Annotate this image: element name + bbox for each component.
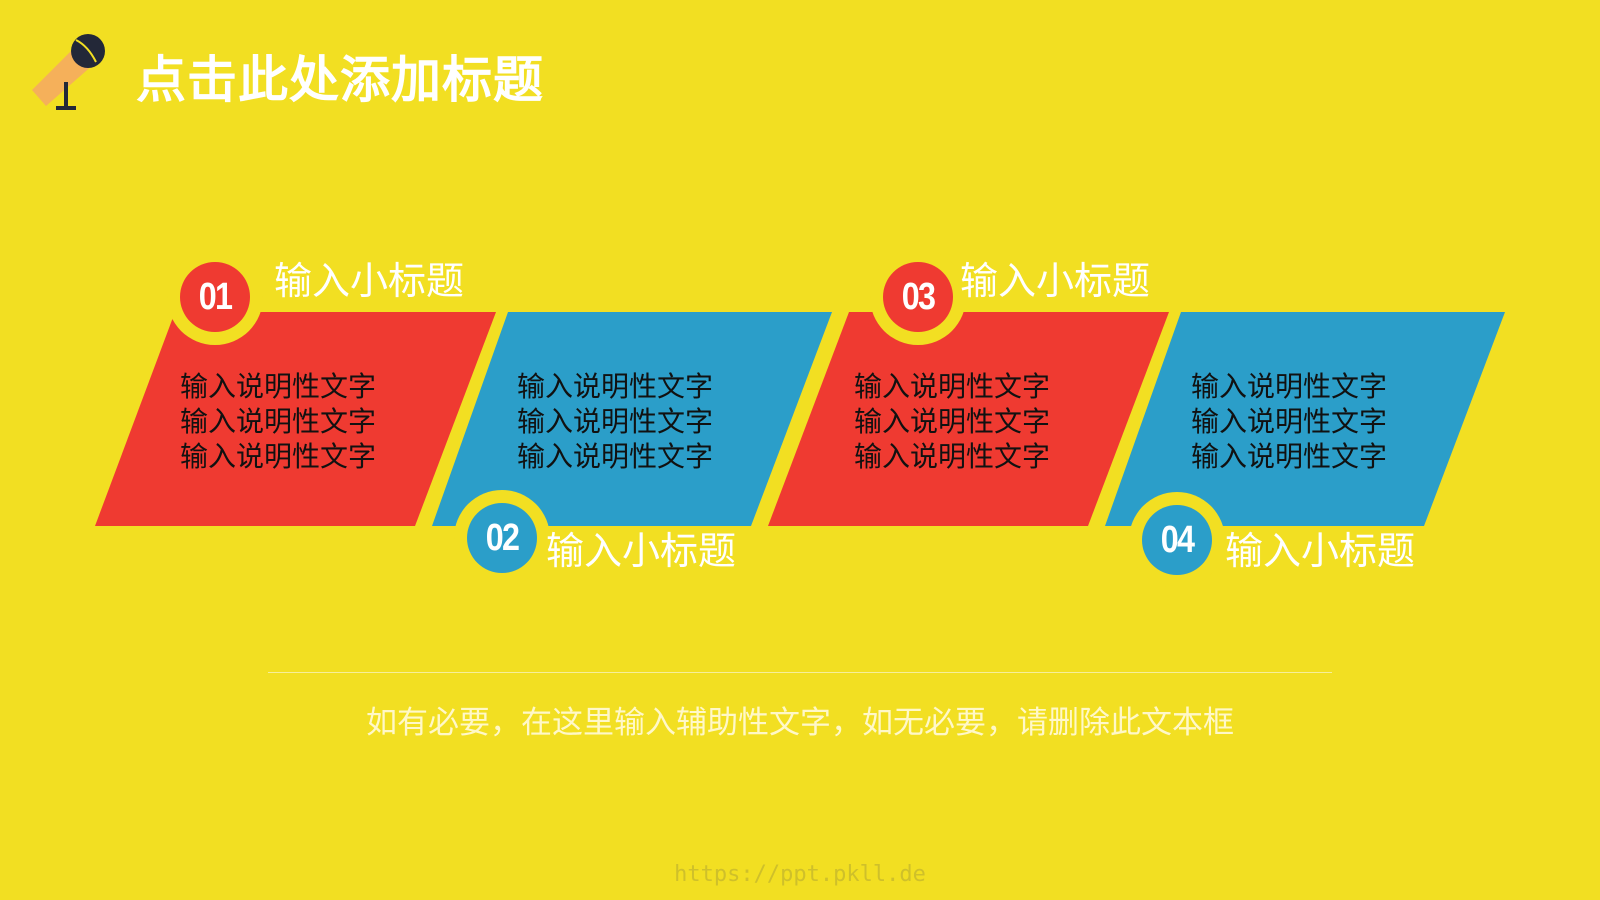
watermark: https://ppt.pkll.de: [674, 862, 926, 887]
step-1-number: 01: [198, 276, 233, 318]
note-text[interactable]: 如有必要，在这里输入辅助性文字，如无必要，请删除此文本框: [366, 705, 1234, 741]
step-3-subtitle[interactable]: 输入小标题: [960, 259, 1151, 303]
step-4-panel: [1105, 312, 1505, 526]
step-1-subtitle[interactable]: 输入小标题: [274, 259, 465, 303]
microphone-icon: [32, 34, 105, 110]
description-line: 输入说明性文字: [180, 370, 377, 403]
description-line: 输入说明性文字: [854, 405, 1051, 438]
step-2-number: 02: [485, 517, 520, 559]
description-line: 输入说明性文字: [854, 370, 1051, 403]
step-3-description[interactable]: 输入说明性文字 输入说明性文字 输入说明性文字: [854, 369, 1050, 474]
description-line: 输入说明性文字: [517, 370, 714, 403]
step-1-panel: [95, 312, 496, 526]
step-2-badge: [467, 503, 537, 573]
description-line: 输入说明性文字: [1191, 405, 1388, 438]
step-3-panel: [768, 312, 1169, 526]
step-4-description[interactable]: 输入说明性文字 输入说明性文字 输入说明性文字: [1191, 369, 1387, 474]
description-line: 输入说明性文字: [1191, 440, 1388, 473]
divider-line: [268, 672, 1332, 673]
description-line: 输入说明性文字: [517, 405, 714, 438]
description-line: 输入说明性文字: [517, 440, 714, 473]
description-line: 输入说明性文字: [180, 405, 377, 438]
step-2-panel: [432, 312, 832, 526]
step-2-description[interactable]: 输入说明性文字 输入说明性文字 输入说明性文字: [517, 369, 713, 474]
step-1-badge: [180, 262, 250, 332]
step-3-badge: [883, 262, 953, 332]
description-line: 输入说明性文字: [180, 440, 377, 473]
step-4-number: 04: [1160, 519, 1195, 561]
slide-title[interactable]: 点击此处添加标题: [136, 51, 544, 109]
description-line: 输入说明性文字: [1191, 370, 1388, 403]
description-line: 输入说明性文字: [854, 440, 1051, 473]
step-4-badge: [1142, 505, 1212, 575]
step-4-subtitle[interactable]: 输入小标题: [1225, 529, 1416, 573]
step-2-subtitle[interactable]: 输入小标题: [546, 529, 737, 573]
step-3-number: 03: [901, 276, 936, 318]
step-1-description[interactable]: 输入说明性文字 输入说明性文字 输入说明性文字: [180, 369, 376, 474]
